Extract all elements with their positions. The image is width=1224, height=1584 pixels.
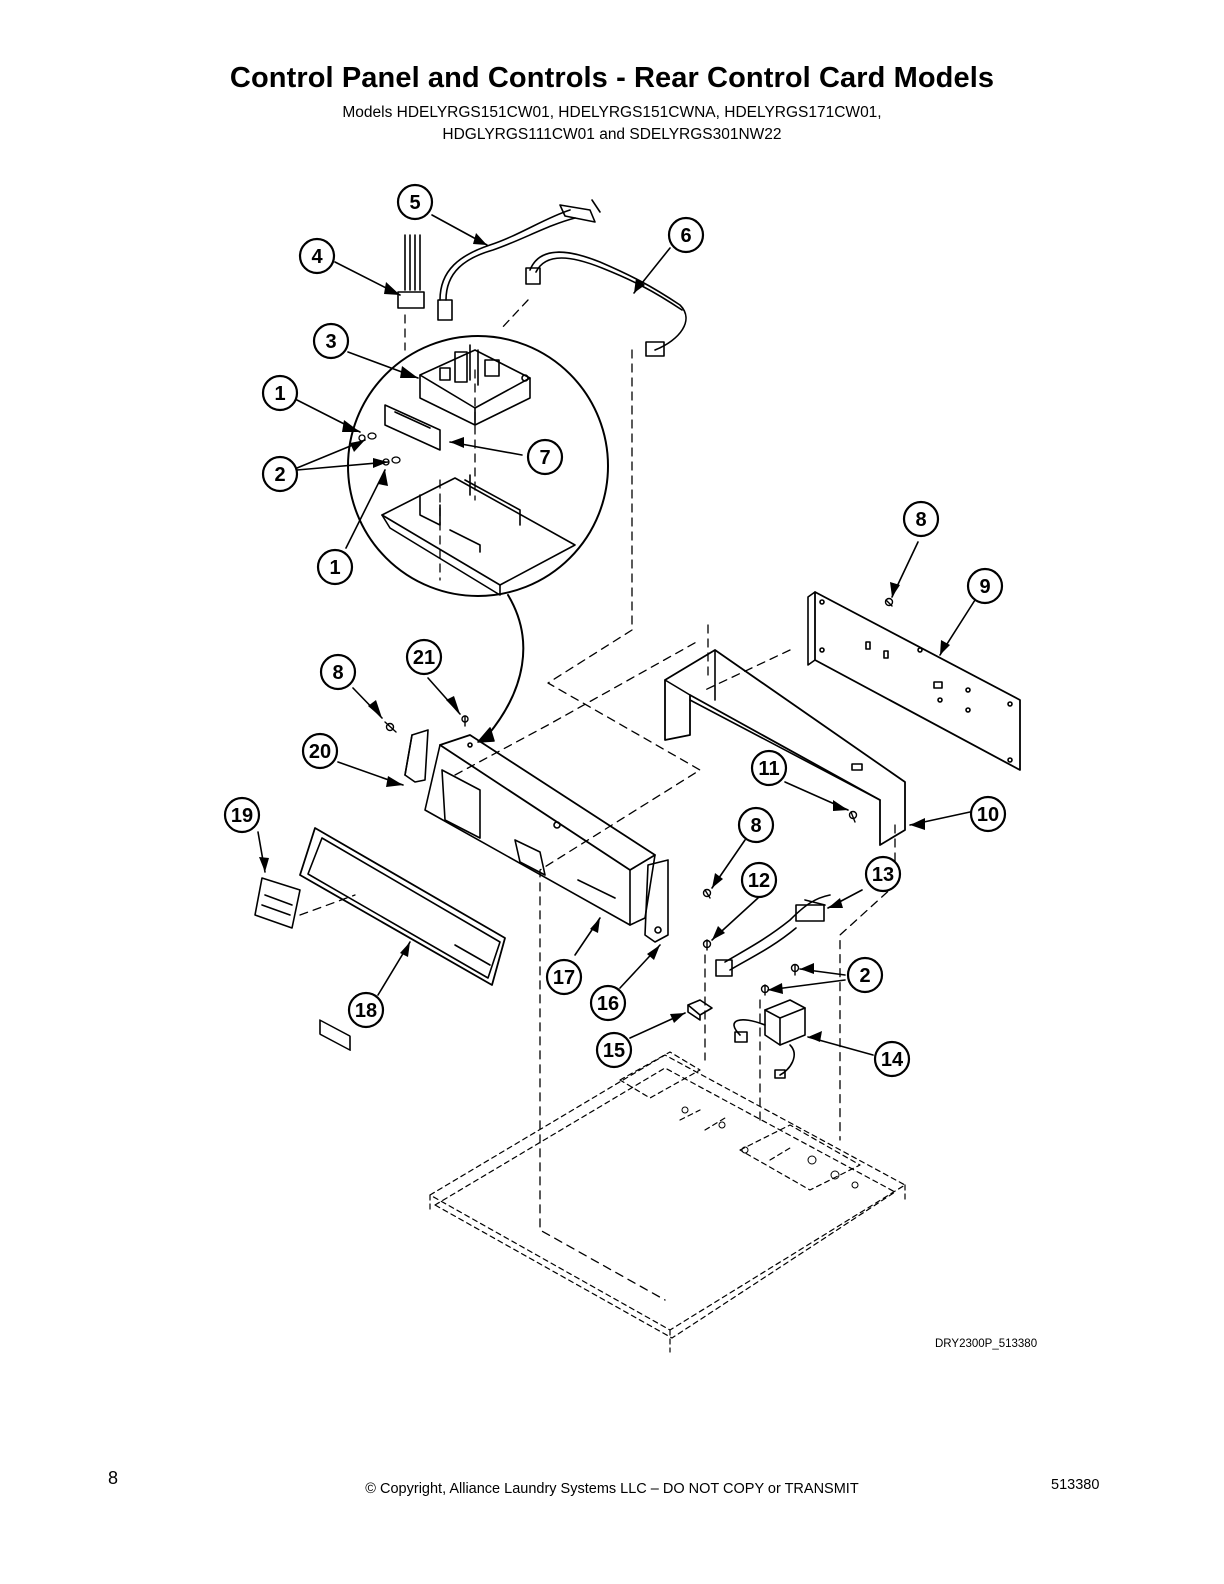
callout-20: 20 [309, 741, 331, 763]
keypad [254, 877, 301, 929]
wire-harness-5 [437, 199, 601, 321]
copyright-notice: © Copyright, Alliance Laundry Systems LL… [365, 1481, 859, 1497]
screws [384, 597, 894, 996]
back-panel [807, 591, 1021, 771]
transformer-14 [733, 999, 806, 1079]
callout-5: 5 [409, 192, 420, 214]
callout-2b: 2 [859, 965, 870, 987]
callout-1a: 1 [274, 383, 285, 405]
rear-housing [664, 649, 906, 846]
callout-9: 9 [979, 576, 990, 598]
callout-13: 13 [872, 864, 894, 886]
control-panel-overlay [299, 827, 506, 1052]
mount-base [381, 474, 576, 596]
callout-balloons [223, 183, 1007, 1078]
wire-harness-6 [525, 251, 687, 357]
callout-18: 18 [355, 1000, 377, 1022]
detail-view-arrow [487, 594, 525, 736]
console-frame [424, 734, 656, 926]
callout-8a: 8 [915, 509, 926, 531]
wire-harness-13 [715, 894, 831, 977]
callout-numbers: 5 6 4 3 1 7 2 1 8 9 8 21 20 11 10 19 8 1… [231, 192, 999, 1071]
models-line-2: HDGLYRGS111CW01 and SDELYRGS301NW22 [442, 126, 782, 143]
callout-4: 4 [311, 246, 323, 268]
callout-14: 14 [881, 1049, 904, 1071]
callout-12: 12 [748, 870, 770, 892]
end-cap-16 [644, 859, 669, 943]
callout-21: 21 [413, 647, 435, 669]
callout-8c: 8 [750, 815, 761, 837]
drawing-id: DRY2300P_513380 [935, 1338, 1038, 1350]
leader-lines [257, 214, 976, 1056]
callout-3: 3 [325, 331, 336, 353]
callout-19: 19 [231, 805, 253, 827]
callout-11: 11 [758, 758, 779, 780]
callout-16: 16 [597, 993, 619, 1015]
arrowheads [259, 233, 950, 1042]
control-board [419, 344, 531, 426]
callout-1b: 1 [329, 557, 340, 579]
end-cap-20 [404, 729, 429, 783]
clip-15 [687, 999, 713, 1021]
board-bracket [384, 404, 441, 451]
models-line-1: Models HDELYRGS151CW01, HDELYRGS151CWNA,… [342, 104, 882, 121]
document-number: 513380 [1051, 1477, 1100, 1493]
callout-17: 17 [553, 967, 575, 989]
page-title: Control Panel and Controls - Rear Contro… [229, 62, 995, 94]
callout-15: 15 [603, 1040, 625, 1062]
callout-8b: 8 [332, 662, 343, 684]
cabinet-top-outline [429, 1051, 906, 1353]
cabinet-holes [681, 1106, 859, 1189]
page-number: 8 [108, 1468, 119, 1488]
callout-2a: 2 [274, 464, 285, 486]
dashed-guides [299, 299, 896, 1301]
callout-10: 10 [977, 804, 999, 826]
wire-harness-4 [397, 234, 425, 309]
callout-7: 7 [539, 447, 550, 469]
callout-6: 6 [680, 225, 691, 247]
